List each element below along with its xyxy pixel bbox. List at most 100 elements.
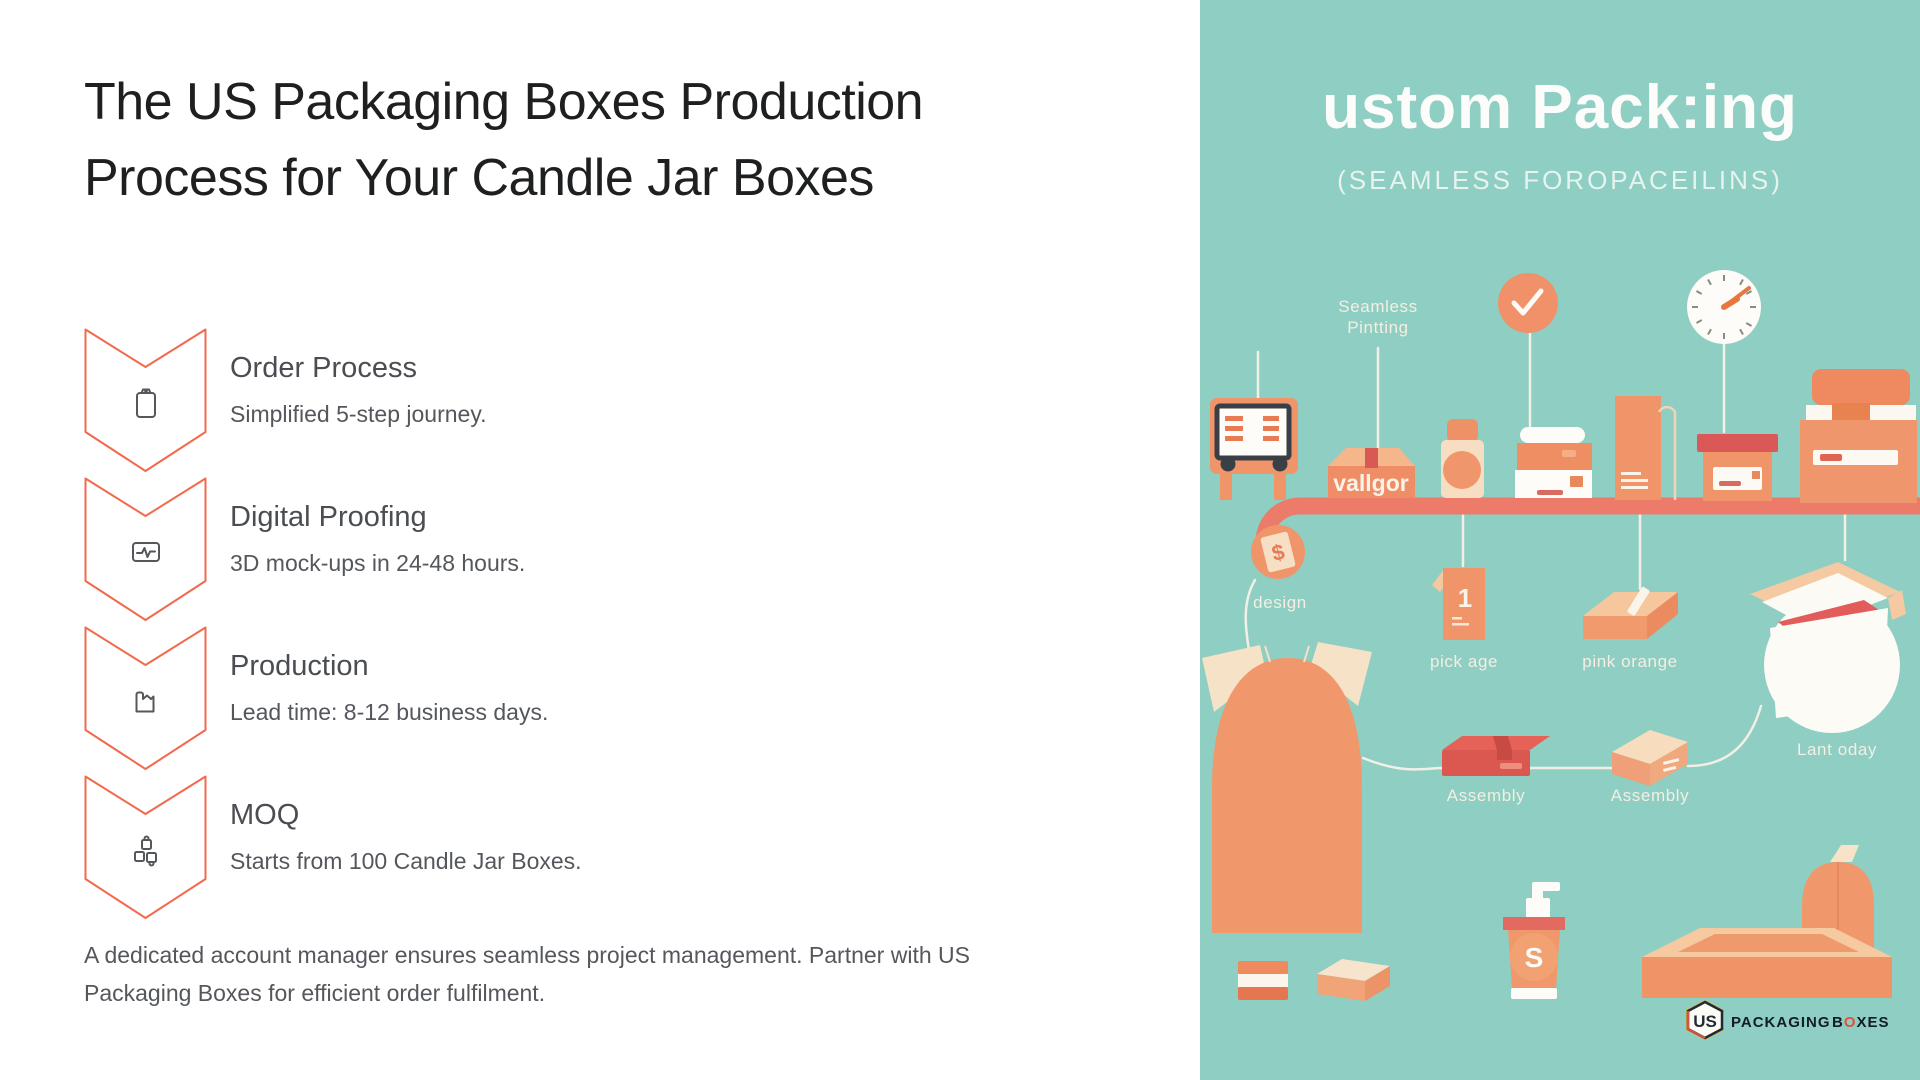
step-moq: MOQ Starts from 100 Candle Jar Boxes. <box>84 775 582 920</box>
small-flat-top <box>1317 959 1390 981</box>
pick-age-body <box>1443 568 1485 640</box>
chevron-badge <box>84 626 207 771</box>
footer-note: A dedicated account manager ensures seam… <box>84 942 970 1006</box>
mailer-front <box>1770 608 1888 718</box>
machine-leg-left <box>1220 474 1232 500</box>
pouch-flap <box>1830 845 1859 862</box>
logo-word-boxes-b: B <box>1832 1014 1844 1031</box>
pink-orange-top <box>1583 592 1678 616</box>
mailer-lid-inner <box>1762 573 1888 628</box>
assembly-left-strap-top <box>1493 736 1512 750</box>
design-label: design <box>1253 593 1307 612</box>
design-badge: $ design <box>1251 525 1307 612</box>
stacked-box-dash <box>1537 490 1563 495</box>
logo-word-boxes-xes: XES <box>1857 1014 1890 1031</box>
small-box-flat <box>1317 959 1390 1001</box>
big-bag <box>1202 642 1372 933</box>
assembly-to-box-line <box>1686 704 1763 768</box>
bag-body <box>1212 658 1362 933</box>
pink-orange-box: pink orange <box>1582 586 1678 671</box>
machine-screen-bars <box>1225 416 1279 441</box>
logo-hexagon-red-edge <box>1687 1011 1706 1039</box>
step-desc: Lead time: 8-12 business days. <box>230 699 549 725</box>
chevron-outline <box>84 626 207 770</box>
chevron-outline <box>84 775 207 919</box>
jar <box>1441 419 1484 498</box>
machine-knob-left <box>1220 456 1236 472</box>
open-mailer-box: Lant oday <box>1750 562 1906 759</box>
clock-hour-hand <box>1721 296 1740 310</box>
stacked-box-mid <box>1517 443 1592 470</box>
pink-orange-side <box>1647 592 1678 639</box>
tall-carton-dashes <box>1621 472 1648 489</box>
step-production: Production Lead time: 8-12 business days… <box>84 626 582 771</box>
tall-cartons <box>1615 396 1677 500</box>
poster-title: ustom Pack:ing <box>1322 73 1798 142</box>
chevron-badge <box>84 775 207 920</box>
logo-word-packaging: PACKAGING <box>1731 1014 1831 1031</box>
bag-ear-left <box>1202 645 1266 712</box>
stacked-box-pill <box>1520 427 1585 443</box>
logo-word-boxes: BOXES <box>1832 1014 1890 1031</box>
soap-base <box>1511 988 1557 999</box>
clipboard-icon <box>136 388 156 418</box>
check-icon <box>1511 288 1544 316</box>
machine-screen <box>1214 403 1292 461</box>
step-digital-proofing: Digital Proofing 3D mock-ups in 24-48 ho… <box>84 477 582 622</box>
vallgor-box-front <box>1328 466 1415 498</box>
conveyor-shelf <box>1255 497 1920 548</box>
assembly-right-box: Assembly <box>1611 730 1690 805</box>
assembly-right-front <box>1612 752 1650 786</box>
poster-subtitle: (SEAMLESS FOROPACEILINS) <box>1337 165 1783 195</box>
assembly-right-label: Assembly <box>1611 786 1690 805</box>
slide-left-pane: The US Packaging Boxes Production Proces… <box>84 73 970 1006</box>
step-desc: 3D mock-ups in 24-48 hours. <box>230 550 526 576</box>
small-box-top-layer <box>1238 961 1288 974</box>
pick-age-box: 1 pick age <box>1430 568 1497 671</box>
vallgor-box-tape <box>1365 448 1378 468</box>
right-stack-stripe <box>1813 450 1898 465</box>
right-stack-top <box>1812 369 1910 405</box>
logo-word-boxes-o: O <box>1844 1014 1857 1031</box>
step-title: Digital Proofing <box>230 501 427 533</box>
tall-carton-handle <box>1657 405 1677 500</box>
right-carton-stack <box>1800 369 1917 503</box>
logo-hexagon: US <box>1686 999 1724 1041</box>
pink-orange-front <box>1583 616 1647 639</box>
bag-to-assembly-line <box>1361 756 1444 771</box>
design-card: $ <box>1260 531 1296 573</box>
factory-icon <box>135 691 155 713</box>
bag-ear-right <box>1310 642 1372 706</box>
jar-label-circle <box>1443 451 1481 489</box>
soap-letter: S <box>1525 942 1544 973</box>
step-title: Order Process <box>230 352 417 384</box>
process-steps-list: Order Process Simplified 5-step journey.… <box>84 328 582 920</box>
assembly-left-label: Assembly <box>1447 786 1526 805</box>
tall-carton-body <box>1615 396 1661 500</box>
check-badge <box>1498 273 1558 333</box>
packaging-illustration: Seamless Pintting vallgor <box>1202 270 1920 1041</box>
small-flat-side <box>1365 966 1390 1001</box>
stacked-box-stamp <box>1570 476 1583 487</box>
stacked-boxes <box>1515 427 1592 498</box>
long-tray <box>1642 928 1892 998</box>
chevron-badge <box>84 477 207 622</box>
lant-oday-label: Lant oday <box>1797 740 1877 759</box>
vallgor-box: vallgor <box>1328 448 1415 498</box>
brand-logo: US PACKAGING BOXES <box>1686 999 1890 1041</box>
page-title: The US Packaging Boxes Production Proces… <box>84 73 924 207</box>
small-box-stacked <box>1238 961 1288 1000</box>
step-order-process: Order Process Simplified 5-step journey. <box>84 328 582 473</box>
step-desc: Simplified 5-step journey. <box>230 401 487 427</box>
soap-dispenser: S <box>1503 882 1565 999</box>
jar-cap <box>1447 419 1478 442</box>
step-text: Order Process Simplified 5-step journey. <box>230 328 487 473</box>
assembly-left-tag <box>1500 763 1522 769</box>
red-lid <box>1697 434 1778 452</box>
pink-orange-label: pink orange <box>1582 652 1677 671</box>
bag-stems <box>1264 645 1310 663</box>
assembly-right-top <box>1612 730 1688 764</box>
small-flat-front <box>1317 974 1365 1001</box>
soap-label-circle <box>1510 933 1558 981</box>
assembly-right-dashes <box>1663 758 1680 772</box>
